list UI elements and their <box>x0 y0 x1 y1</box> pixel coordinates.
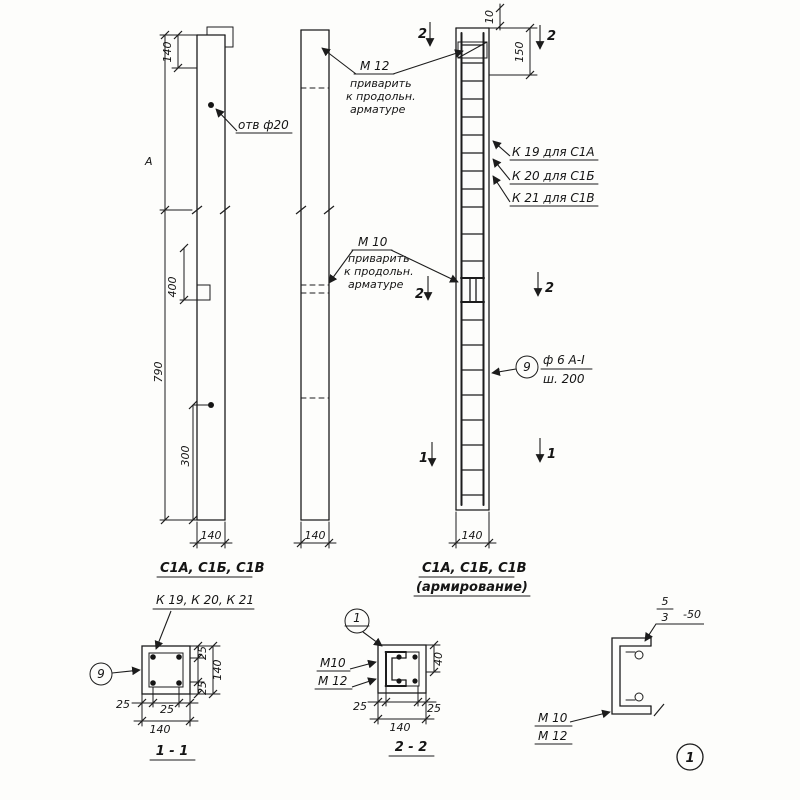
callout-circle-9-section <box>89 662 113 686</box>
sec22-dim-140-bottom: 140 <box>390 721 411 734</box>
section-marks: 2 2 2 2 1 1 <box>415 22 556 467</box>
mesh-labels: К 19 для С1А К 20 для С1Б К 21 для С1В <box>492 140 599 207</box>
bar-diameter-label: ф 6 А-I <box>543 353 585 367</box>
sec11-dim-140-bottom: 140 <box>150 723 171 736</box>
callout-circle-9 <box>515 355 539 379</box>
caption-reinforcement: (армирование) <box>416 580 528 595</box>
callout-9-number: 9 <box>523 360 531 374</box>
section-1-1-caption: 1 - 1 <box>156 744 189 759</box>
section-mark-1-right: 1 <box>547 447 556 462</box>
caption-right-columns: С1А, С1Б, С1В <box>422 561 527 576</box>
bar-spacing-label: ш. 200 <box>543 372 585 386</box>
sec11-dim-25-right-bottom: 25 <box>196 681 209 695</box>
middle-column-elevation: 140 <box>293 29 337 549</box>
rebar-callout: 9 ф 6 А-I ш. 200 <box>491 353 593 386</box>
sec11-dim-25-bottom-mid: 25 <box>160 703 174 716</box>
elevation-captions: С1А, С1Б, С1В С1А, С1Б, С1В (армирование… <box>156 561 531 597</box>
m12-note-line1: приварить <box>350 77 412 90</box>
sec22-dim-25-right: 25 <box>427 702 441 715</box>
hole-top <box>208 102 214 108</box>
sec22-m10-label: М10 <box>320 656 346 670</box>
dim-a: А <box>144 155 153 168</box>
right-column-dimensions: 10 150 140 <box>448 3 538 549</box>
right-column-reinforcement <box>455 27 490 511</box>
sec22-dim-25-left: 25 <box>353 700 367 713</box>
left-column-elevation: отв ф20 <box>191 26 293 521</box>
detail-callout-1-number: 1 <box>353 611 361 625</box>
dim-400: 400 <box>166 277 179 298</box>
dim-10: 10 <box>483 10 496 24</box>
detail-bubble-1-number: 1 <box>685 751 694 766</box>
section-mark-1-left: 1 <box>419 451 428 466</box>
m10-note-line2: к продольн. <box>344 265 414 278</box>
sec22-m12-label: М 12 <box>318 674 347 688</box>
m10-label: М 10 <box>358 235 388 249</box>
dim-790: 790 <box>152 362 165 383</box>
section-1-1-mesh-label: К 19, К 20, К 21 <box>156 593 254 607</box>
mesh-label-k21: К 21 для С1В <box>512 191 595 205</box>
hole-bottom <box>208 402 214 408</box>
note-m10-weld: М 10 приварить к продольн. арматуре <box>328 235 459 291</box>
dim-140-top: 140 <box>161 42 174 63</box>
weld-length-label: -50 <box>683 608 701 621</box>
callout-9-number-section: 9 <box>97 667 105 681</box>
section-mark-2-top-left: 2 <box>418 27 427 42</box>
section-mark-2-top-right: 2 <box>547 29 556 44</box>
detail-callout-circle-1 <box>344 608 370 634</box>
mesh-label-k19: К 19 для С1А <box>512 145 595 159</box>
weld-size-denominator: 3 <box>662 611 669 624</box>
stirrup-ties <box>460 44 485 496</box>
mesh-label-k20: К 20 для С1Б <box>512 169 595 183</box>
m12-label: М 12 <box>360 59 389 73</box>
sec11-dim-140-right: 140 <box>211 660 224 681</box>
caption-left-columns: С1А, С1Б, С1В <box>160 561 265 576</box>
detail1-m12-label: М 12 <box>538 729 567 743</box>
dim-300: 300 <box>179 446 192 467</box>
sec11-dim-25-bottom-left: 25 <box>116 698 130 711</box>
m10-note-line1: приварить <box>348 252 410 265</box>
detail-bubble-circle-1 <box>676 743 704 771</box>
dim-140-bottom-left-col: 140 <box>201 529 222 542</box>
section-2-2-caption: 2 - 2 <box>395 740 428 755</box>
dim-140-bottom-mid-col: 140 <box>305 529 326 542</box>
m12-note-line2: к продольн. <box>346 90 416 103</box>
dim-140-bottom-right-col: 140 <box>462 529 483 542</box>
left-column-dimensions: А 790 140 400 300 140 <box>144 30 233 549</box>
section-2-2: 1 М10 М 12 40 <box>314 608 445 757</box>
sec22-dim-40: 40 <box>432 652 445 666</box>
section-1-1: К 19, К 20, К 21 9 25 25 140 <box>89 593 255 761</box>
m10-note-line3: арматуре <box>348 278 404 291</box>
m12-note-line3: арматуре <box>350 103 406 116</box>
detail1-m10-label: М 10 <box>538 711 568 725</box>
dim-150: 150 <box>513 42 526 63</box>
section-mark-2-mid-right: 2 <box>545 281 554 296</box>
detail-1: 5 3 -50 М 10 М 12 1 <box>534 595 704 771</box>
sec11-dim-25-right-top: 25 <box>196 646 209 660</box>
section-mark-2-mid-left: 2 <box>415 287 424 302</box>
note-m12-weld: М 12 приварить к продольн. арматуре <box>321 47 464 116</box>
hole-label: отв ф20 <box>238 118 289 132</box>
weld-size-numerator: 5 <box>662 595 669 608</box>
